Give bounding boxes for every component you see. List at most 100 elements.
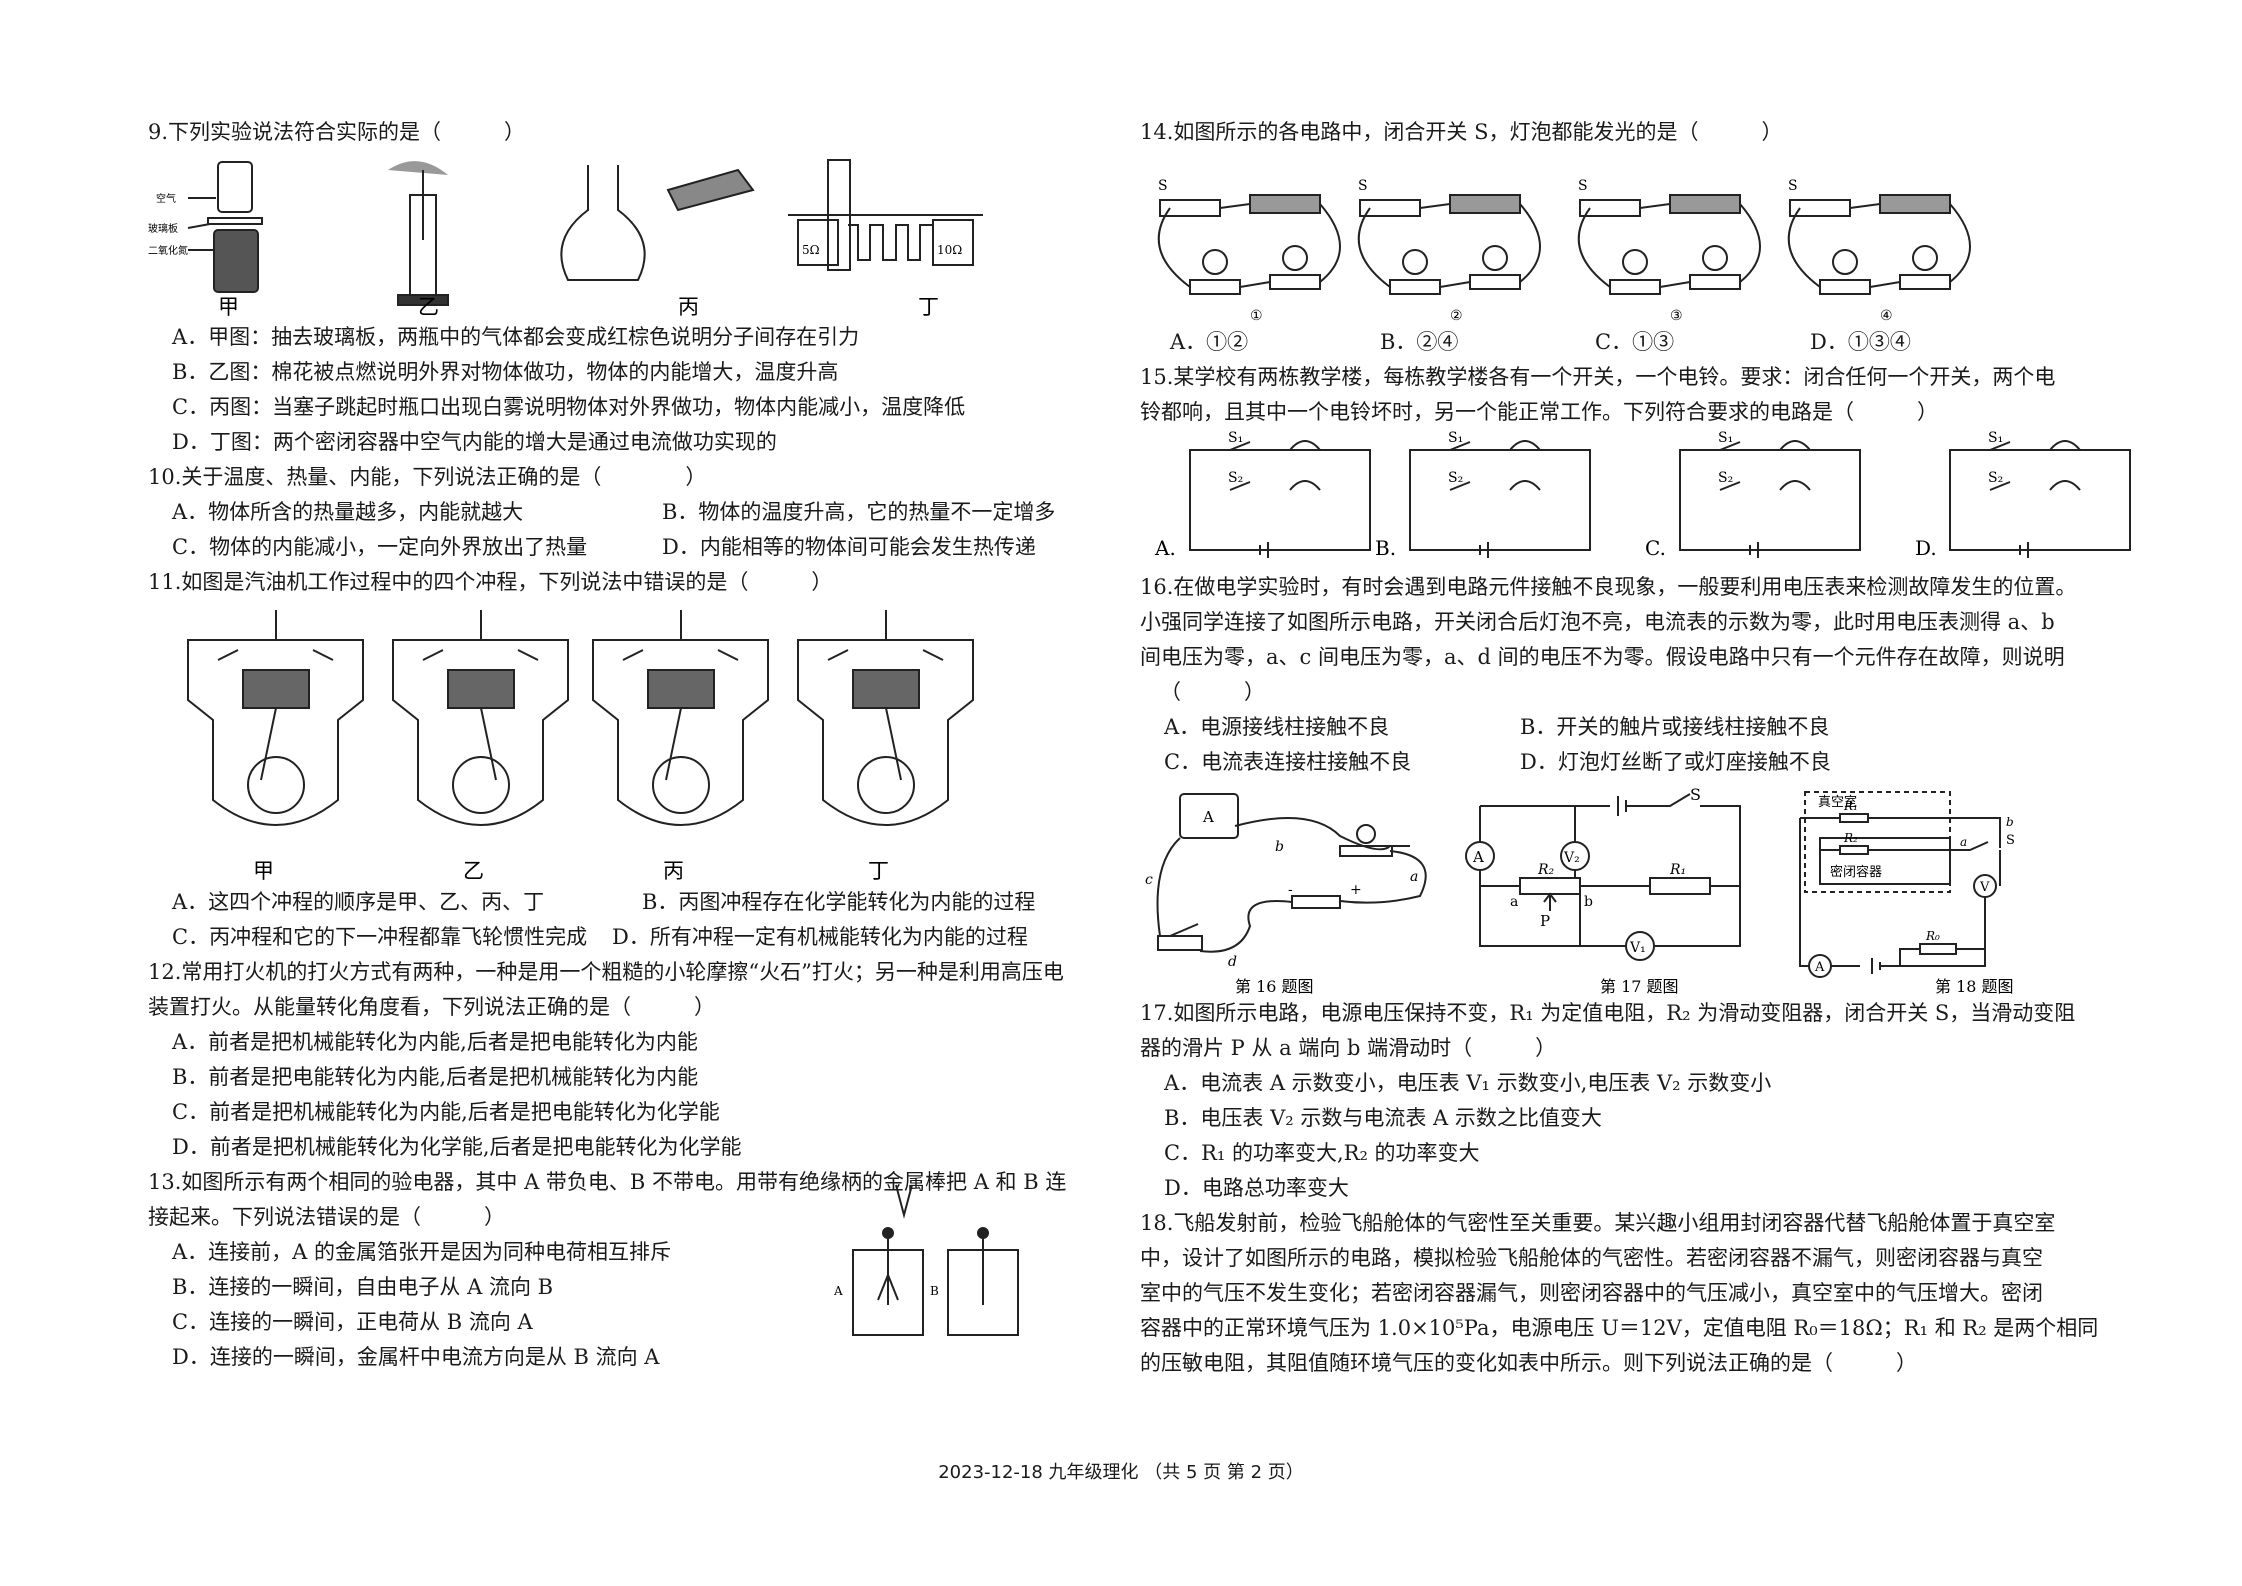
- q15-option-letter-3: C.: [1645, 536, 1666, 560]
- q14-circuit-number-4: ④: [1880, 308, 1893, 324]
- q15-s1-label-4: S₁: [1988, 430, 2003, 446]
- fig18-s-label: S: [2006, 833, 2015, 848]
- fig17-ammeter-label: A: [1472, 848, 1484, 866]
- q11-engines-drawing: 甲 乙 丙 丁: [187, 610, 974, 883]
- q18-line1: 18.飞船发射前，检验飞船舱体的气密性至关重要。某兴趣小组用封闭容器代替飞船舱体…: [1140, 1211, 2056, 1235]
- left-column: 9.下列实验说法符合实际的是（ ） 空气 玻璃板 二氧化氮: [148, 115, 1088, 1375]
- q13-option-b: B．连接的一瞬间，自由电子从 A 流向 B: [172, 1275, 554, 1299]
- q17-stem-line1: 17.如图所示电路，电源电压保持不变，R₁ 为定值电阻，R₂ 为滑动变阻器，闭合…: [1140, 1001, 2076, 1025]
- fig17-caption: 第 17 题图: [1600, 977, 1679, 996]
- q16-option-b: B．开关的触片或接线柱接触不良: [1520, 715, 1830, 739]
- q17-option-b: B．电压表 V₂ 示数与电流表 A 示数之比值变大: [1164, 1106, 1602, 1130]
- fig16-point-b: b: [1275, 839, 1284, 855]
- q12-option-b: B．前者是把电能转化为内能,后者是把机械能转化为内能: [172, 1065, 699, 1089]
- engine-cylinder-icon-1: [187, 610, 364, 826]
- q13-option-c: C．连接的一瞬间，正电荷从 B 流向 A: [172, 1310, 533, 1334]
- q14-circuit-number-3: ③: [1670, 308, 1683, 324]
- q16-option-c: C．电流表连接柱接触不良: [1164, 750, 1412, 774]
- q14-switch-label-1: S: [1158, 178, 1168, 194]
- fig16-point-c: c: [1145, 872, 1153, 888]
- q18-line3: 室中的气压不发生变化；若密闭容器漏气，则密闭容器中的气压减小，真空室中的气压增大…: [1140, 1281, 2043, 1305]
- q12-option-c: C．前者是把机械能转化为内能,后者是把电能转化为化学能: [172, 1100, 720, 1124]
- q14-circuit-number-2: ②: [1450, 308, 1463, 324]
- q15-stem-line1: 15.某学校有两栋教学楼，每栋教学楼各有一个开关，一个电铃。要求：闭合任何一个开…: [1140, 365, 2056, 389]
- q14-switch-label-2: S: [1358, 178, 1368, 194]
- q14-switch-label-4: S: [1788, 178, 1798, 194]
- q10-options-row2: C．物体的内能减小，一定向外界放出了热量 D．内能相等的物体间可能会发生热传递: [148, 530, 1088, 565]
- q13-option-a: A．连接前，A 的金属箔张开是因为同种电荷相互排斥: [172, 1240, 672, 1264]
- fig18-r2-label: R₂: [1843, 831, 1858, 845]
- bell-circuit-icon-4: [1949, 440, 2131, 558]
- q9-figure-drawing: 空气 玻璃板 二氧化氮 5Ω: [148, 159, 983, 319]
- q12-stem-line1: 12.常用打火机的打火方式有两种，一种是用一个粗糙的小轮摩擦“火石”打火；另一种…: [148, 960, 1064, 984]
- q14-option-a: A．①②: [1170, 330, 1249, 354]
- q9-label-10ohm: 10Ω: [937, 243, 962, 257]
- fig17-circuit-icon: [1465, 793, 1741, 961]
- q10-option-d: D．内能相等的物体间可能会发生热传递: [662, 535, 1036, 559]
- q10-stem: 10.关于温度、热量、内能，下列说法正确的是（ ）: [148, 465, 707, 489]
- bell-circuit-icon-3: [1679, 440, 1861, 558]
- q11-fig-label-yi: 乙: [463, 859, 484, 883]
- q10-options-row1: A．物体所含的热量越多，内能就越大 B．物体的温度升高，它的热量不一定增多: [148, 495, 1088, 530]
- fig16-minus: -: [1288, 882, 1293, 898]
- q14-options: A．①② B．②④ C．①③ D．①③④: [1140, 325, 2140, 360]
- fig16-circuit-icon: [1156, 793, 1427, 953]
- q15-stem-line2: 铃都响，且其中一个电铃坏时，另一个能正常工作。下列符合要求的电路是（ ）: [1140, 400, 1938, 424]
- fig18-ammeter-label: A: [1814, 960, 1825, 975]
- q9-label-5ohm: 5Ω: [802, 243, 820, 257]
- q14-option-d: D．①③④: [1810, 330, 1911, 354]
- q13-stem-line1: 13.如图所示有两个相同的验电器，其中 A 带负电、B 不带电。用带有绝缘柄的金…: [148, 1170, 1067, 1194]
- q9-figure: 空气 玻璃板 二氧化氮 5Ω: [148, 150, 1088, 320]
- two-bottles-icon: [187, 161, 263, 293]
- q16-line3: 间电压为零，a、c 间电压为零，a、d 间的电压不为零。假设电路中只有一个元件存…: [1140, 645, 2065, 669]
- electroscopes-icon: A B: [833, 1184, 1019, 1336]
- q11-option-a: A．这四个冲程的顺序是甲、乙、丙、丁: [172, 890, 545, 914]
- q9-option-c: C．丙图：当塞子跳起时瓶口出现白雾说明物体对外界做功，物体内能减小，温度降低: [172, 395, 966, 419]
- q17-stem-line2: 器的滑片 P 从 a 端向 b 端滑动时（ ）: [1140, 1036, 1557, 1060]
- q16-option-a: A．电源接线柱接触不良: [1164, 715, 1390, 739]
- q15-s1-label-1: S₁: [1228, 430, 1243, 446]
- circuit-board-icon-1: [1157, 194, 1341, 295]
- q11-fig-label-bing: 丙: [663, 859, 684, 883]
- q13-label-a: A: [833, 1284, 843, 1298]
- engine-cylinder-icon-3: [592, 610, 769, 826]
- q11-option-c: C．丙冲程和它的下一冲程都靠飞轮惯性完成: [172, 925, 588, 949]
- q11-figure: 甲 乙 丙 丁: [148, 600, 1088, 885]
- fig18-r1-label: R₁: [1843, 799, 1858, 813]
- fig17-a-label: a: [1510, 894, 1518, 910]
- fig16-plus: +: [1350, 882, 1362, 898]
- fig16-point-d: d: [1228, 954, 1237, 970]
- q12-stem-line2: 装置打火。从能量转化角度看，下列说法正确的是（ ）: [148, 995, 715, 1019]
- q10-option-c: C．物体的内能减小，一定向外界放出了热量: [172, 535, 588, 559]
- q9-label-air: 空气: [156, 192, 176, 205]
- q9-label-no2: 二氧化氮: [148, 244, 188, 257]
- q16-options-row2: C．电流表连接柱接触不良 D．灯泡灯丝断了或灯座接触不良: [1140, 745, 2140, 780]
- q9-option-d: D．丁图：两个密闭容器中空气内能的增大是通过电流做功实现的: [172, 430, 777, 454]
- fig18-vacuum-label: 真空室: [1818, 794, 1857, 810]
- q11-options-row2: C．丙冲程和它的下一冲程都靠飞轮惯性完成 D．所有冲程一定有机械能转化为内能的过…: [148, 920, 1088, 955]
- q14-option-b: B．②④: [1380, 330, 1459, 354]
- q9-fig-label-yi: 乙: [418, 295, 439, 319]
- fig17-b-label: b: [1584, 894, 1593, 910]
- fig18-a-label: a: [1960, 835, 1967, 849]
- q16-option-d: D．灯泡灯丝断了或灯座接触不良: [1520, 750, 1831, 774]
- fig17-v1-label: V₁: [1629, 940, 1646, 956]
- fig16-caption: 第 16 题图: [1235, 977, 1314, 996]
- q13-option-d: D．连接的一瞬间，金属杆中电流方向是从 B 流向 A: [172, 1345, 660, 1369]
- q12-option-d: D．前者是把机械能转化为化学能,后者是把电能转化为化学能: [172, 1135, 742, 1159]
- q15-s2-label-1: S₂: [1228, 470, 1243, 486]
- fig18-r0-label: R₀: [1925, 929, 1940, 943]
- circuit-board-icon-2: [1357, 194, 1541, 295]
- fig16-point-a: a: [1410, 869, 1418, 885]
- fig17-switch-label: S: [1690, 786, 1701, 804]
- q15-option-letter-4: D.: [1915, 536, 1937, 560]
- fig17-p-label: P: [1540, 912, 1550, 930]
- q18-line2: 中，设计了如图所示的电路，模拟检验飞船舱体的气密性。若密闭容器不漏气，则密闭容器…: [1140, 1246, 2043, 1270]
- flask-pump-icon: [560, 165, 755, 281]
- q11-stem: 11.如图是汽油机工作过程中的四个冲程，下列说法中错误的是（ ）: [148, 570, 833, 594]
- q17-option-c: C．R₁ 的功率变大,R₂ 的功率变大: [1164, 1141, 1480, 1165]
